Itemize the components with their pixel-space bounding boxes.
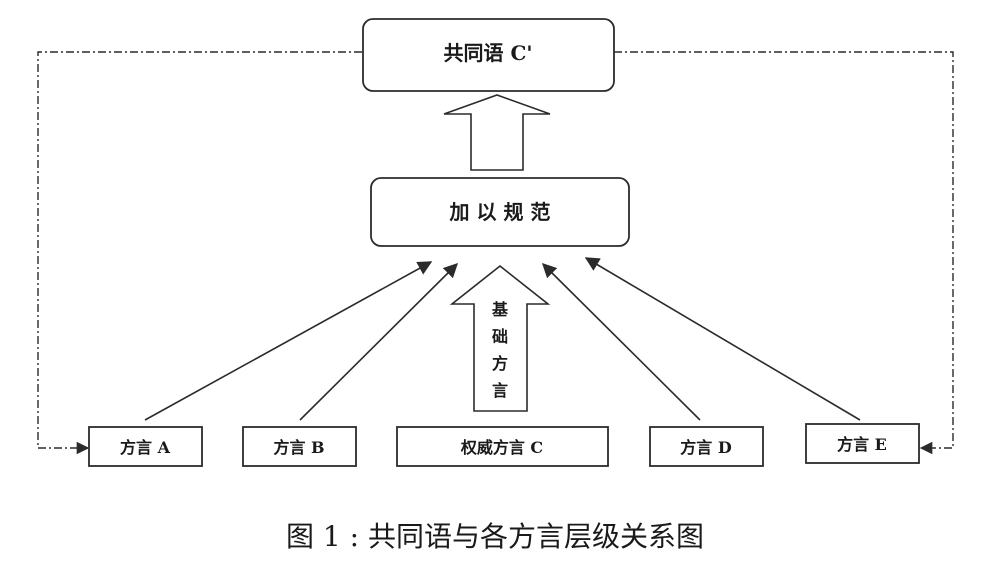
standardization-label: 加 以 规 范 <box>449 200 551 224</box>
dialect-e-node: 方言 E <box>805 423 920 464</box>
dialect-b-arrow <box>299 262 459 421</box>
standardization-node: 加 以 规 范 <box>370 177 630 247</box>
prestige-dialect-c-node: 权威方言 C <box>396 426 609 467</box>
base-dialect-char-2: 础 <box>492 327 508 346</box>
base-dialect-arrow: 基 础 方 言 <box>449 264 551 412</box>
dialect-e-label: 方言 E <box>837 435 887 454</box>
figure-caption: 图 1 : 共同语与各方言层级关系图 <box>286 520 704 553</box>
dialect-b-node: 方言 B <box>242 426 357 467</box>
dialect-d-arrow <box>541 262 701 421</box>
common-language-node: 共同语 C' <box>362 18 615 92</box>
dialect-a-node: 方言 A <box>88 426 203 467</box>
dialect-b-label: 方言 B <box>273 438 324 457</box>
dialect-a-label: 方言 A <box>120 438 171 457</box>
left-feedback-connector <box>37 51 362 455</box>
dialect-d-node: 方言 D <box>649 426 764 467</box>
prestige-dialect-c-label: 权威方言 C <box>460 438 543 457</box>
common-language-label: 共同语 C' <box>443 41 532 65</box>
right-feedback-connector <box>614 51 954 455</box>
dialect-a-arrow <box>144 261 433 421</box>
base-dialect-char-4: 言 <box>492 381 508 400</box>
base-dialect-char-3: 方 <box>492 354 508 373</box>
dialect-e-arrow <box>584 257 861 421</box>
standardize-up-arrow <box>443 94 551 171</box>
base-dialect-char-1: 基 <box>491 300 509 319</box>
dialect-d-label: 方言 D <box>680 438 732 457</box>
